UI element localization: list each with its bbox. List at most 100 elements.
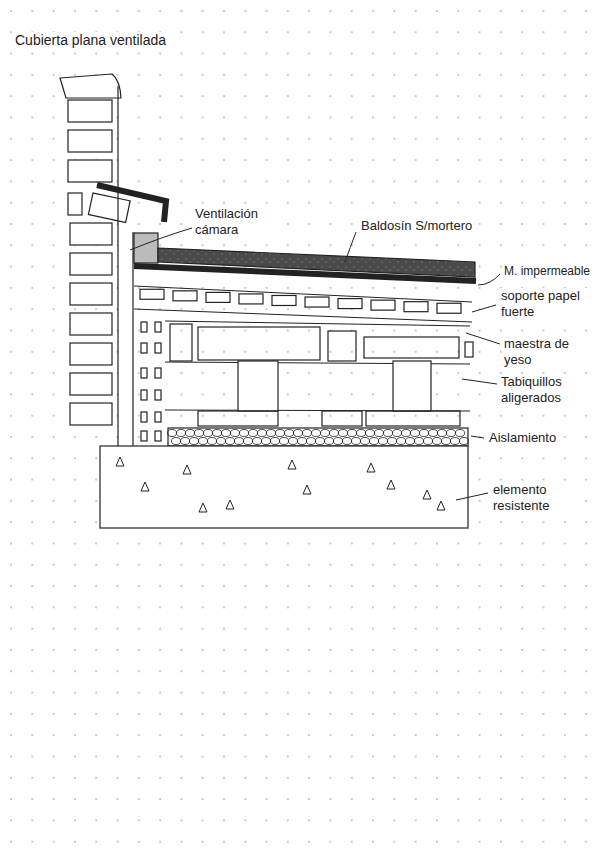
insulation-grain	[294, 430, 303, 437]
insulation-grain	[339, 430, 348, 437]
insulation-grain	[280, 438, 289, 445]
aggregate-mark	[437, 501, 445, 510]
insulation-grain	[271, 438, 280, 445]
insulation-grain	[379, 438, 388, 445]
insulation-grain	[352, 438, 361, 445]
partition-block	[465, 342, 473, 357]
aggregate-mark	[423, 490, 431, 499]
insulation-grain	[249, 430, 258, 437]
brick	[70, 283, 112, 305]
insulation-grain	[433, 438, 442, 445]
insulation-grain	[285, 430, 294, 437]
small-brick	[141, 368, 147, 378]
partition-pillar	[238, 361, 278, 411]
insulation-grain	[303, 430, 312, 437]
insulation-grain	[420, 430, 429, 437]
small-brick	[155, 343, 161, 353]
insulation-grain	[253, 438, 262, 445]
brick	[68, 100, 112, 122]
insulation-grain	[177, 430, 186, 437]
insulation-grain	[415, 438, 424, 445]
insulation-grain	[361, 438, 370, 445]
partition-block	[170, 324, 192, 361]
hollow-brick	[338, 299, 362, 309]
callout-label: Aislamiento	[488, 430, 557, 446]
insulation-grain	[321, 430, 330, 437]
aggregate-mark	[387, 480, 395, 489]
insulation-grain	[424, 438, 433, 445]
callout-label: Ventilación cámara	[194, 206, 278, 239]
aggregate-mark	[288, 460, 296, 469]
title: Cubierta plana ventilada	[14, 32, 167, 48]
insulation-grain	[186, 430, 195, 437]
ventilation-opening	[134, 233, 158, 263]
small-brick	[155, 322, 161, 332]
brick	[70, 403, 112, 425]
partition-block	[322, 411, 362, 426]
hollow-brick	[272, 295, 296, 305]
insulation-grain	[226, 438, 235, 445]
brick	[68, 130, 112, 152]
small-brick	[141, 343, 147, 353]
insulation-grain	[235, 438, 244, 445]
insulation-grain	[343, 438, 352, 445]
small-brick	[141, 412, 147, 422]
insulation-grain	[460, 438, 469, 445]
brick	[68, 160, 112, 182]
insulation-grain	[204, 430, 213, 437]
insulation-grain	[402, 430, 411, 437]
callout-label: elemento resistente	[492, 482, 584, 515]
insulation-grain	[262, 438, 271, 445]
wall-face	[117, 86, 118, 446]
aggregate-mark	[199, 503, 207, 512]
partition-block	[364, 337, 459, 358]
insulation-grain	[330, 430, 339, 437]
structural-slab	[100, 446, 468, 528]
insulation-grain	[316, 438, 325, 445]
hollow-brick	[404, 302, 428, 312]
tilted-brick	[88, 193, 130, 222]
insulation-grain	[451, 438, 460, 445]
insulation-grain	[195, 430, 204, 437]
brick	[70, 313, 112, 335]
wall-face	[132, 232, 133, 446]
insulation-grain	[199, 438, 208, 445]
insulation-grain	[411, 430, 420, 437]
brick	[70, 343, 112, 365]
hollow-brick	[371, 300, 395, 310]
small-brick	[155, 390, 161, 400]
hollow-brick	[140, 289, 164, 299]
hollow-brick	[305, 297, 329, 307]
brick	[70, 373, 112, 395]
aggregate-mark	[367, 463, 375, 472]
insulation-grain	[334, 438, 343, 445]
small-brick	[155, 368, 161, 378]
insulation-grain	[393, 430, 402, 437]
insulation-grain	[244, 438, 253, 445]
insulation-grain	[190, 438, 199, 445]
aggregate-mark	[226, 500, 234, 509]
partition-block	[328, 331, 356, 361]
insulation-grain	[384, 430, 393, 437]
aggregate-mark	[141, 482, 149, 491]
brick	[68, 193, 82, 215]
leader-lines	[130, 228, 500, 500]
insulation-grain	[258, 430, 267, 437]
aggregate-mark	[116, 457, 124, 466]
insulation-grain	[289, 438, 298, 445]
flashing	[97, 185, 166, 222]
callout-label: soporte papel fuerte	[500, 288, 590, 321]
waterproof-membrane	[134, 266, 476, 281]
insulation-grain	[406, 438, 415, 445]
insulation-grain	[240, 430, 249, 437]
insulation-grain	[307, 438, 316, 445]
insulation-grain	[208, 438, 217, 445]
aggregate-mark	[303, 485, 311, 494]
callout-label: M. impermeable	[503, 264, 591, 279]
small-brick	[155, 412, 161, 422]
insulation-grain	[213, 430, 222, 437]
insulation-grain	[388, 438, 397, 445]
small-brick	[141, 322, 147, 332]
